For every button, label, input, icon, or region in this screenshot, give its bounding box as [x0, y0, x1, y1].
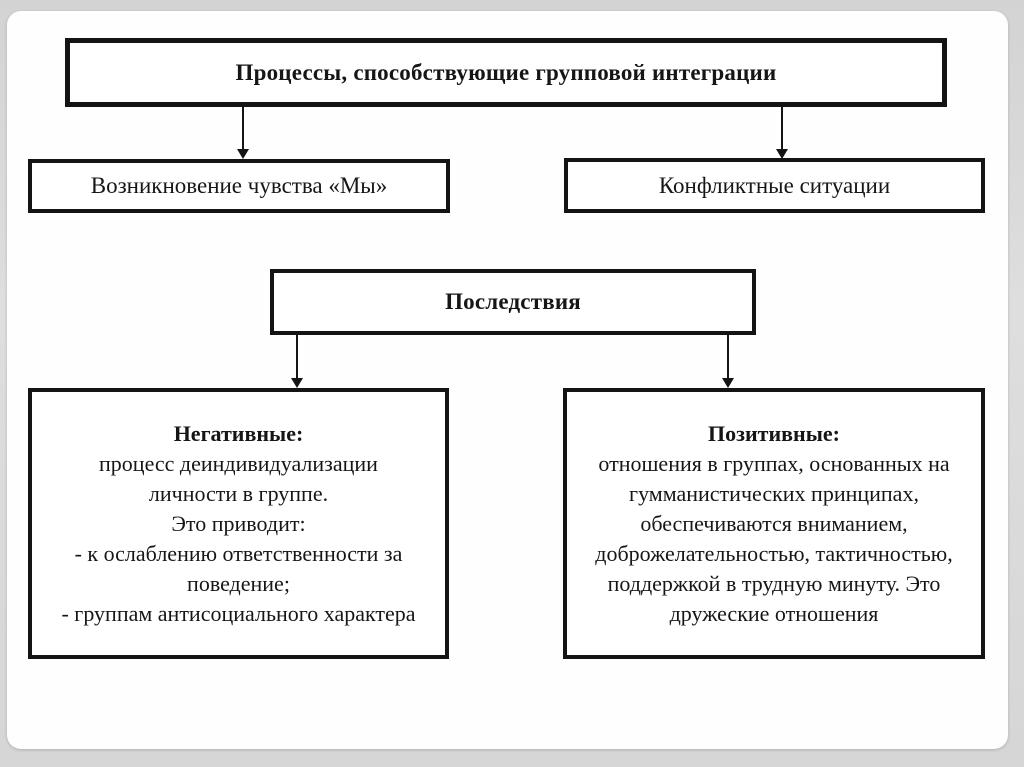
arrow-shaft [242, 107, 244, 151]
arrow-top-to-we-feeling [237, 107, 249, 159]
arrow-consequences-to-negative [291, 335, 303, 388]
positive-text-line: доброжелательностью, тактичностью, [595, 540, 953, 566]
slide-canvas: Процессы, способствующие групповой интег… [7, 11, 1008, 749]
negative-heading: Негативные: [173, 420, 304, 446]
node-positive-consequences: Позитивные: отношения в группах, основан… [563, 388, 985, 659]
positive-text-line: гумманистических принципах, [629, 480, 919, 506]
negative-text-line: поведение; [187, 570, 290, 596]
node-label: Возникновение чувства «Мы» [90, 173, 388, 198]
arrow-consequences-to-positive [722, 335, 734, 388]
negative-text-line: Это приводит: [171, 510, 306, 536]
positive-text-line: поддержкой в трудную минуту. Это [607, 570, 941, 596]
negative-text-line: личности в группе. [148, 480, 329, 506]
node-we-feeling: Возникновение чувства «Мы» [28, 159, 450, 213]
positive-heading: Позитивные: [708, 420, 840, 446]
arrow-head-icon [291, 378, 303, 388]
node-conflict-situations: Конфликтные ситуации [564, 158, 985, 213]
positive-text-line: дружеские отношения [669, 600, 879, 626]
node-group-integration-processes: Процессы, способствующие групповой интег… [65, 38, 947, 107]
negative-text-line: - к ослаблению ответственности за [74, 540, 403, 566]
negative-text-line: - группам антисоциального характера [61, 600, 416, 626]
negative-text-line: процесс деиндивидуализации [99, 450, 378, 476]
positive-text-line: отношения в группах, основанных на [598, 450, 950, 476]
arrow-shaft [781, 107, 783, 151]
node-negative-consequences: Негативные: процесс деиндивидуализации л… [28, 388, 449, 659]
node-label: Последствия [445, 289, 581, 314]
arrow-shaft [727, 335, 729, 380]
node-label: Процессы, способствующие групповой интег… [235, 59, 777, 85]
node-label: Конфликтные ситуации [658, 172, 891, 198]
arrow-shaft [296, 335, 298, 380]
positive-text-line: обеспечиваются вниманием, [640, 510, 908, 536]
arrow-head-icon [237, 149, 249, 159]
arrow-head-icon [722, 378, 734, 388]
arrow-top-to-conflict [776, 107, 788, 159]
arrow-head-icon [776, 149, 788, 159]
node-consequences: Последствия [270, 269, 756, 335]
